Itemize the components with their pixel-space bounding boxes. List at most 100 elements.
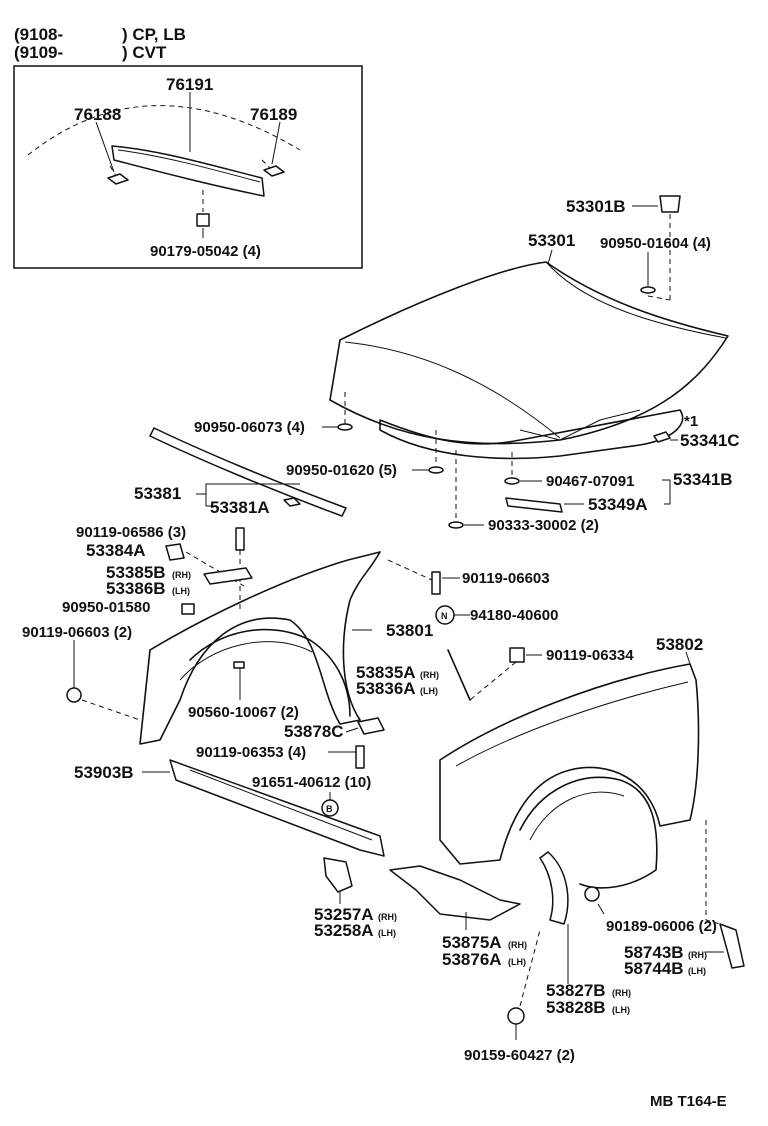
bolt-90119-06603-top (431, 571, 441, 595)
clip-53381A (283, 497, 301, 507)
label-58743B: 58743B (624, 943, 684, 962)
label-90950-01580: 90950-01580 (62, 599, 150, 616)
cushion-90950-01604 (640, 286, 656, 294)
label-53381: 53381 (134, 484, 181, 503)
label-53836A: 53836A (356, 679, 416, 698)
label-53878C: 53878C (284, 722, 344, 741)
b-symbol: B (326, 804, 333, 814)
label-90950-01620: 90950-01620 (5) (286, 462, 397, 479)
label-53341B: 53341B (673, 470, 733, 489)
header-note-2: ) CVT (122, 43, 167, 62)
bolt-90119-06603-left (66, 687, 82, 703)
hood-crease (545, 261, 727, 339)
reinforcement-53903B (169, 759, 385, 857)
label-53876A-lh: (LH) (508, 957, 526, 967)
nut-90560-10067 (233, 661, 245, 669)
plug-90333 (448, 521, 464, 529)
label-53258A-lh: (LH) (378, 928, 396, 938)
liner-53835A (189, 628, 351, 717)
label-53381A: 53381A (210, 498, 270, 517)
label-53875A: 53875A (442, 933, 502, 952)
clip-90467-07091 (504, 477, 520, 485)
fender-53801 (139, 551, 381, 745)
label-53385B: 53385B (106, 563, 166, 582)
label-53802: 53802 (656, 635, 703, 654)
label-90119-06603-top: 90119-06603 (462, 570, 550, 587)
hood-edge-phantom (27, 105, 301, 156)
n-symbol: N (441, 611, 448, 621)
label-76191: 76191 (166, 75, 213, 94)
label-76189: 76189 (250, 105, 297, 124)
label-90950-01604: 90950-01604 (4) (600, 235, 711, 252)
bolt-90119-06586 (235, 527, 245, 551)
label-53349A: 53349A (588, 495, 648, 514)
lower-left-assembly: 53257A (RH) 53258A (LH) (314, 857, 397, 940)
label-53875A-rh: (RH) (508, 940, 527, 950)
label-53876A: 53876A (442, 950, 502, 969)
label-91651-40612: 91651-40612 (10) (252, 774, 371, 791)
molding-58743B (719, 923, 745, 969)
header-note-1: ) CP, LB (122, 25, 186, 44)
cushion-90950-01620 (428, 466, 444, 474)
label-53385B-rh: (RH) (172, 570, 191, 580)
label-90560-10067: 90560-10067 (2) (188, 704, 299, 721)
label-53801: 53801 (386, 621, 433, 640)
clip-76188 (107, 173, 129, 185)
inset-frame (13, 65, 363, 269)
clip-53341C (653, 431, 671, 443)
rod-94180 (447, 649, 471, 701)
label-53835A-rh: (RH) (420, 670, 439, 680)
label-53257A-rh: (RH) (378, 912, 397, 922)
hood-inner-frame (379, 409, 684, 460)
label-90179-05042: 90179-05042 (4) (150, 243, 261, 260)
label-58744B: 58744B (624, 959, 684, 978)
nut-90189-06006 (584, 886, 600, 902)
label-53341C: 53341C (680, 431, 740, 450)
nut-90950-01580 (181, 603, 195, 615)
mudguard-53827B (539, 851, 569, 925)
bracket-53385B (203, 567, 253, 585)
label-53386B: 53386B (106, 579, 166, 598)
label-90467-07091: 90467-07091 (546, 473, 634, 490)
label-53903B: 53903B (74, 763, 134, 782)
label-58744B-lh: (LH) (688, 966, 706, 976)
clip-53384A (165, 543, 185, 561)
header-code-2: (9109- (14, 43, 63, 62)
header-code-1: (9108- (14, 25, 63, 44)
splash-53875A (389, 865, 521, 921)
label-90159-60427: 90159-60427 (2) (464, 1047, 575, 1064)
left-fender-assembly: B N 90119-06586 (3) 53384A 53385B (RH) 5… (22, 524, 558, 857)
seal-53381 (149, 427, 347, 517)
label-53301: 53301 (528, 231, 575, 250)
footer-code: MB T164-E (650, 1093, 727, 1110)
label-53827B-rh: (RH) (612, 988, 631, 998)
label-53828B: 53828B (546, 998, 606, 1017)
label-90119-06334: 90119-06334 (546, 647, 634, 664)
label-note-1: *1 (684, 413, 698, 430)
hood-protector-ridge (117, 149, 261, 183)
liner-right (519, 776, 658, 889)
label-58743B-rh: (RH) (688, 950, 707, 960)
bolt-90159-60427 (507, 1007, 525, 1025)
label-53386B-lh: (LH) (172, 586, 190, 596)
hood-panel (329, 261, 729, 445)
label-76188: 76188 (74, 105, 121, 124)
nut-90179 (196, 213, 210, 227)
label-53258A: 53258A (314, 921, 374, 940)
label-53257A: 53257A (314, 905, 374, 924)
label-90189-06006: 90189-06006 (2) (606, 918, 717, 935)
label-90333-30002: 90333-30002 (2) (488, 517, 599, 534)
label-90119-06586: 90119-06586 (3) (76, 524, 186, 541)
label-90950-06073: 90950-06073 (4) (194, 419, 305, 436)
cushion-90950-06073 (337, 423, 353, 431)
bolt-90119-06353 (355, 745, 365, 769)
hood-protector (111, 145, 265, 197)
bracket-53257A (323, 857, 353, 893)
hinge-53349A (505, 497, 563, 513)
inset-box: 76191 76188 76189 90179-05042 (4) (13, 65, 363, 269)
bracket-53878C (357, 717, 385, 735)
fender-53802 (439, 663, 700, 865)
label-53836A-lh: (LH) (420, 686, 438, 696)
label-53827B: 53827B (546, 981, 606, 1000)
